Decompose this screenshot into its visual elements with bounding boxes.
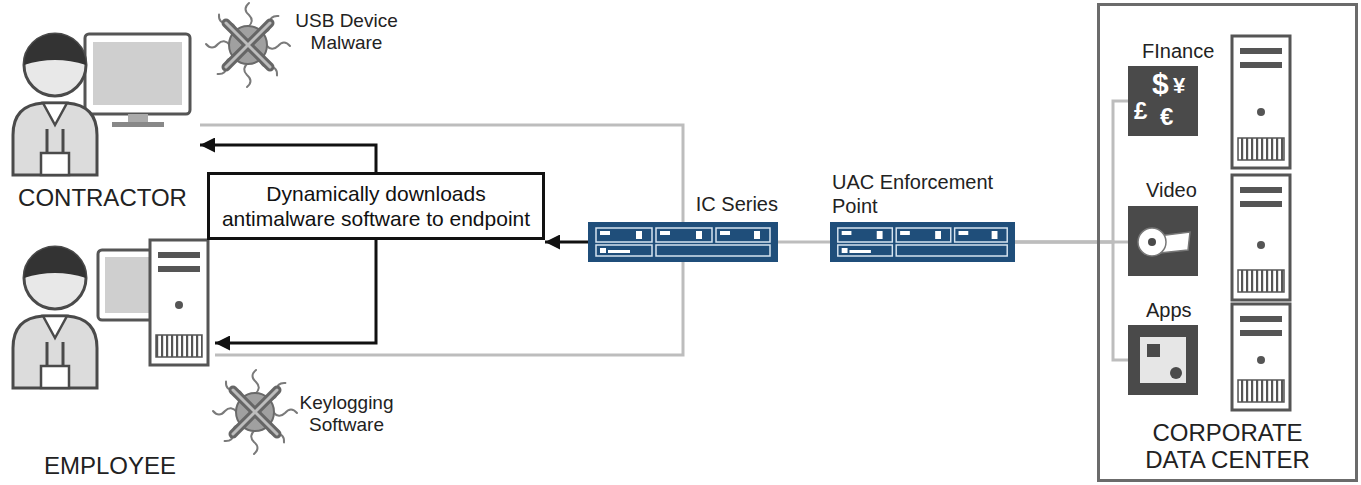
appliance-box: IC Series <box>588 222 778 262</box>
malware-icon <box>213 370 297 454</box>
service-label: Video <box>1146 178 1197 202</box>
currency-symbol: £ <box>1134 98 1147 124</box>
finance-icon <box>1128 66 1198 136</box>
service-label: Apps <box>1146 298 1192 322</box>
currency-symbol: $ <box>1152 68 1169 100</box>
person-node: CONTRACTOR <box>5 20 200 212</box>
server <box>1232 304 1290 410</box>
process-box: Dynamically downloads antimalware softwa… <box>207 172 545 240</box>
role-label: CONTRACTOR <box>5 184 200 212</box>
currency-symbol: € <box>1160 104 1173 130</box>
employee-figure <box>13 247 97 388</box>
uac-appliance <box>830 222 1015 262</box>
region-box: CORPORATE DATA CENTER FInanceVideoApps <box>1097 3 1358 482</box>
service-icon: Apps <box>1128 325 1198 395</box>
server <box>1232 36 1290 168</box>
threat-label: USB Device Malware <box>284 10 409 54</box>
connector <box>778 241 830 244</box>
contractor-figure <box>13 34 97 175</box>
contractor-computer <box>85 34 190 127</box>
device-label: IC Series <box>696 192 778 216</box>
person-node: EMPLOYEE <box>5 230 215 480</box>
connector <box>215 240 376 343</box>
malware-icon <box>206 3 290 87</box>
service-icon: Video <box>1128 206 1198 276</box>
appliance-box: UAC Enforcement Point <box>830 222 1015 262</box>
role-label: EMPLOYEE <box>5 452 215 480</box>
server <box>1232 175 1290 300</box>
ic-series-appliance <box>588 222 778 262</box>
connector <box>215 262 683 355</box>
apps-icon <box>1128 325 1198 395</box>
currency-symbol: ¥ <box>1173 74 1185 98</box>
connector <box>1015 242 1128 360</box>
video-icon <box>1128 206 1198 276</box>
connector <box>545 241 588 244</box>
connector <box>1015 101 1128 242</box>
device-label: UAC Enforcement Point <box>832 170 1022 218</box>
service-label: FInance <box>1142 39 1214 63</box>
box-text: Dynamically downloads antimalware softwa… <box>220 181 532 231</box>
region-title: CORPORATE DATA CENTER <box>1100 419 1355 473</box>
connector <box>200 145 376 172</box>
employee-computer <box>98 240 208 365</box>
threat-label: Keylogging Software <box>284 392 409 436</box>
